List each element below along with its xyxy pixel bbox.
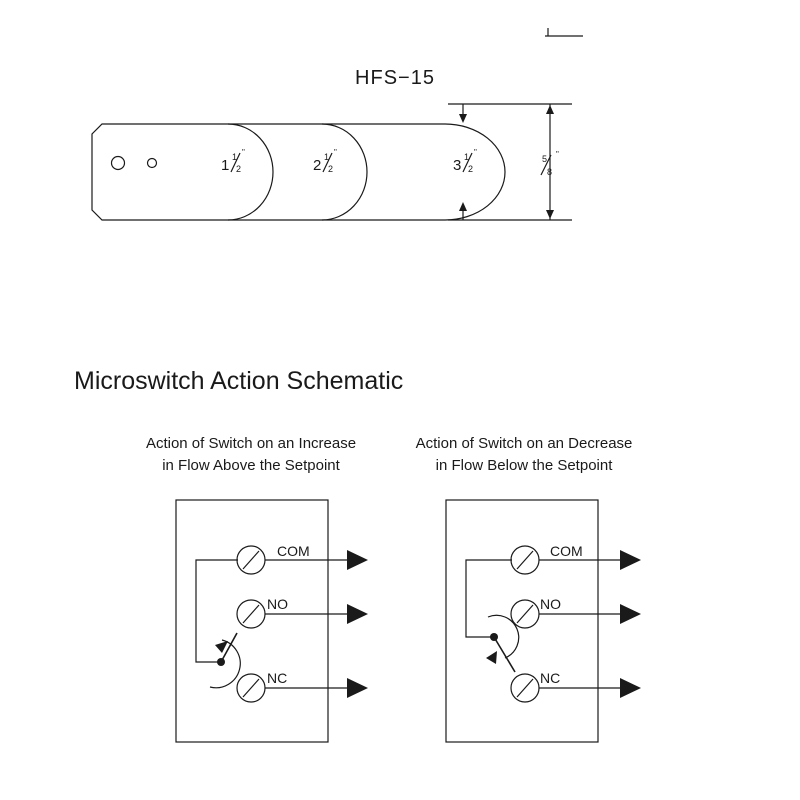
terminal-no: NO — [510, 596, 641, 629]
svg-text:5: 5 — [542, 154, 547, 164]
svg-text:2: 2 — [313, 157, 321, 174]
switch-panel-decrease: COM NO NC — [445, 499, 641, 743]
motion-arc — [487, 614, 520, 659]
panel-1-caption-line2: in Flow Above the Setpoint — [162, 457, 340, 474]
panel-2-caption-line2: in Flow Below the Setpoint — [436, 457, 614, 474]
terminal-com: COM — [510, 543, 641, 575]
width-dimension-label: 5 8 " — [540, 150, 559, 177]
common-wire — [465, 559, 512, 638]
svg-text:": " — [242, 148, 245, 157]
svg-text:8: 8 — [547, 167, 552, 177]
segment-label-1: 1 1 2 " — [221, 148, 245, 174]
switch-housing — [175, 499, 329, 743]
paddle-cut-line-2 — [321, 123, 368, 221]
terminal-arrow-icon — [347, 550, 368, 570]
svg-text:1: 1 — [324, 152, 329, 162]
mounting-hole-large — [110, 155, 126, 171]
terminal-label: COM — [550, 543, 583, 559]
terminal-arrow-icon — [347, 604, 368, 624]
terminal-no: NO — [236, 596, 368, 629]
terminal-nc: NC — [236, 670, 368, 703]
width-dimension — [448, 103, 572, 221]
terminal-nc: NC — [510, 670, 641, 703]
paddle-outline — [91, 123, 506, 221]
motion-arrow-icon — [215, 641, 228, 653]
terminal-label: NO — [540, 596, 561, 612]
motion-arrow-icon — [486, 651, 497, 664]
motion-arc — [209, 639, 241, 689]
svg-text:1: 1 — [232, 152, 237, 162]
terminal-label: NC — [267, 670, 287, 686]
terminal-arrow-icon — [620, 678, 641, 698]
panel-1-caption-line1: Action of Switch on an Increase — [146, 435, 356, 452]
svg-text:3: 3 — [453, 157, 461, 174]
svg-text:1: 1 — [221, 157, 229, 174]
terminal-label: NO — [267, 596, 288, 612]
svg-text:1: 1 — [464, 152, 469, 162]
terminal-com: COM — [236, 543, 368, 575]
svg-text:2: 2 — [328, 164, 333, 174]
paddle-cut-line-1 — [227, 123, 274, 221]
svg-text:": " — [474, 148, 477, 157]
model-label: HFS−15 — [355, 67, 435, 89]
terminal-label: NC — [540, 670, 560, 686]
svg-text:2: 2 — [468, 164, 473, 174]
switch-panel-increase: COM NO NC — [175, 499, 368, 743]
common-wire — [195, 559, 238, 663]
svg-text:2: 2 — [236, 164, 241, 174]
terminal-arrow-icon — [347, 678, 368, 698]
switch-lever — [220, 632, 238, 663]
switch-lever — [493, 636, 516, 673]
segment-label-2: 2 1 2 " — [313, 148, 337, 174]
schematic-title: Microswitch Action Schematic — [74, 367, 403, 395]
terminal-arrow-icon — [620, 550, 641, 570]
svg-text:": " — [556, 150, 559, 159]
terminal-label: COM — [277, 543, 310, 559]
corner-tick-mark — [545, 28, 583, 37]
switch-housing — [445, 499, 599, 743]
svg-text:": " — [334, 148, 337, 157]
segment-label-3: 3 1 2 " — [453, 148, 477, 174]
panel-2-caption-line1: Action of Switch on an Decrease — [416, 435, 633, 452]
terminal-arrow-icon — [620, 604, 641, 624]
mounting-hole-small — [146, 157, 158, 169]
